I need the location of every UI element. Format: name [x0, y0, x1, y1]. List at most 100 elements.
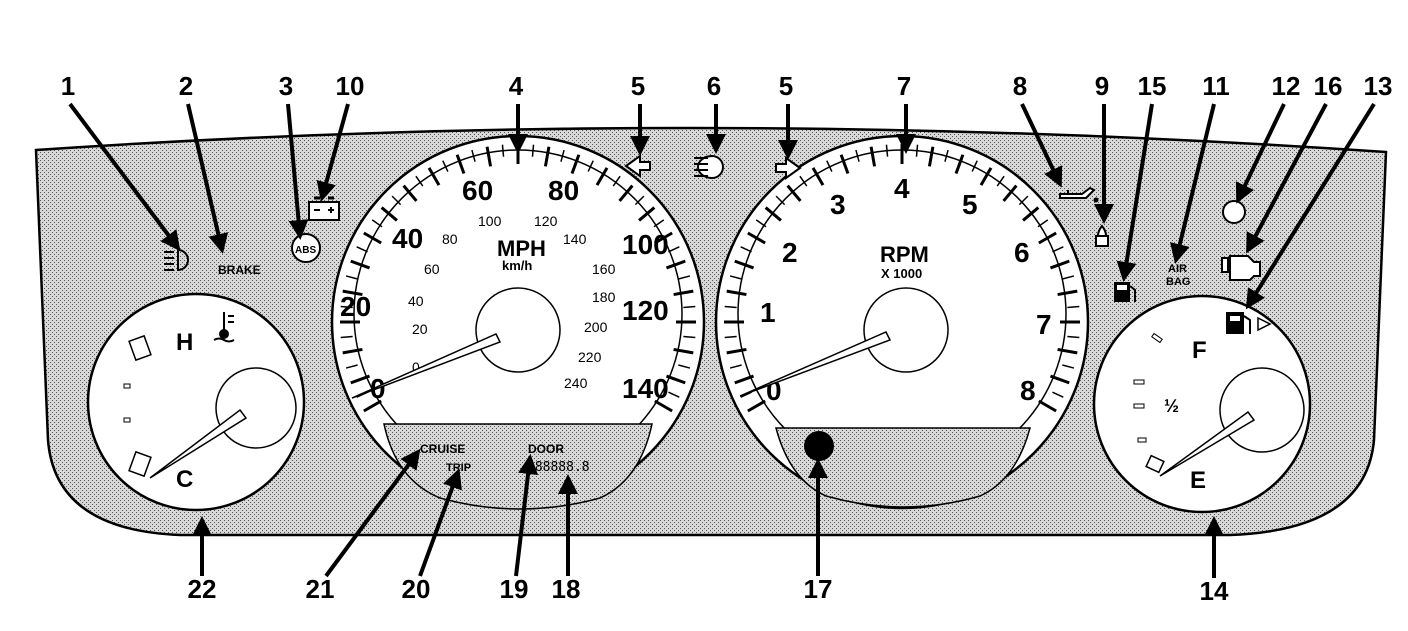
dial-tick	[1057, 347, 1078, 355]
tachometer-lower-panel	[775, 427, 1031, 508]
fuel-half-label: ½	[1164, 396, 1179, 416]
dial-tick	[673, 347, 694, 355]
dial-tick	[570, 154, 581, 175]
dial-tick	[1057, 289, 1078, 297]
callout-arrow	[1116, 103, 1154, 282]
callout-arrow	[418, 468, 462, 577]
dial-tick	[811, 167, 825, 186]
dial-tick	[356, 246, 368, 253]
kmh-tick-label: 0	[412, 359, 420, 375]
dial-tick	[775, 195, 786, 206]
dial-tick	[678, 275, 691, 280]
callout-arrow	[186, 103, 229, 254]
kmh-tick-label: 240	[564, 375, 588, 391]
rpm-tick-label: 6	[1014, 237, 1030, 268]
dial-tick	[724, 335, 737, 339]
dial-tick	[1067, 335, 1080, 339]
dial-tick	[340, 305, 353, 309]
dial-tick	[391, 195, 402, 206]
brake-warning-label: BRAKE	[218, 263, 261, 277]
kmh-tick-label: 80	[442, 231, 458, 247]
callout-arrow	[68, 102, 181, 252]
dial-tick	[342, 289, 363, 297]
high-beam-indicator-icon	[694, 154, 724, 180]
callout-number: 6	[707, 71, 721, 101]
callout-number: 17	[804, 574, 833, 604]
speedometer-title: MPH	[497, 236, 546, 261]
callout-number: 21	[306, 574, 335, 604]
dial-tick	[595, 167, 609, 186]
dial-tick	[612, 175, 621, 187]
callout-number: 13	[1364, 71, 1393, 101]
temp-hot-label: H	[176, 329, 193, 356]
cruise-indicator: CRUISE	[420, 442, 465, 456]
callout-number: 4	[509, 71, 524, 101]
indicator-lamp-12	[1222, 200, 1246, 224]
callout-number: 16	[1314, 71, 1343, 101]
dial-tick	[485, 146, 493, 167]
rpm-tick-label: 3	[830, 189, 846, 220]
rpm-tick-label: 5	[962, 189, 978, 220]
dial-tick	[729, 275, 742, 280]
dial-tick	[927, 146, 935, 167]
battery-charge-icon	[308, 196, 340, 221]
callout-number: 11	[1202, 71, 1230, 101]
dial-tick	[340, 335, 353, 339]
dial-tick	[839, 154, 850, 175]
dial-tick	[1002, 184, 1018, 202]
callout-number: 3	[279, 71, 293, 101]
callout-number: 14	[1200, 576, 1229, 606]
speedometer-subtitle: km/h	[502, 258, 532, 273]
callout-arrow	[1246, 103, 1328, 254]
dial-tick	[678, 364, 691, 369]
dial-tick	[979, 167, 993, 186]
dial-tick	[726, 347, 747, 355]
callout-number: 8	[1013, 71, 1027, 101]
mph-tick-label: 40	[392, 223, 423, 254]
dial-tick	[996, 175, 1005, 187]
callout-arrow	[1245, 102, 1376, 310]
mph-tick-label: 100	[622, 229, 669, 260]
dial-tick	[543, 146, 551, 167]
callout-number: 7	[897, 71, 911, 101]
dial-tick	[869, 146, 877, 167]
dial-tick	[729, 364, 742, 369]
dial-tick	[683, 305, 696, 309]
callout-number: 10	[336, 71, 365, 101]
dial-tick	[668, 391, 680, 398]
dial-tick	[665, 259, 686, 270]
dial-tick	[673, 289, 694, 297]
kmh-tick-label: 20	[412, 321, 428, 337]
rpm-tick-label: 2	[782, 237, 798, 268]
fuel-needle	[1159, 410, 1256, 477]
dial-tick	[1062, 364, 1075, 369]
callout-number: 15	[1138, 71, 1167, 101]
dial-tick	[342, 347, 363, 355]
kmh-tick-label: 180	[592, 289, 616, 305]
dial-tick	[587, 160, 594, 172]
callout-arrow	[316, 103, 350, 202]
kmh-tick-label: 40	[408, 293, 424, 309]
dial-tick	[683, 335, 696, 339]
callout-number: 19	[500, 574, 529, 604]
fuel-gauge: F ½ E	[1092, 294, 1312, 514]
temperature-gauge: H C	[86, 292, 306, 512]
dial-tick	[345, 364, 358, 369]
dial-tick	[734, 259, 755, 270]
odometer-display: 888888.8	[527, 460, 590, 475]
headlamp-indicator-icon	[164, 248, 189, 272]
dial-tick	[363, 399, 382, 413]
check-engine-icon	[1221, 255, 1261, 281]
dial-tick	[724, 305, 737, 309]
dial-tick	[740, 246, 752, 253]
dial-tick	[455, 154, 466, 175]
mph-tick-label: 80	[548, 175, 579, 206]
callout-arrow	[1235, 103, 1286, 204]
airbag-label-line1: AIR	[1168, 263, 1187, 275]
temp-hot-zone-marker	[128, 334, 152, 362]
left-turn-signal-icon	[624, 154, 651, 178]
dial-tick	[350, 259, 371, 270]
